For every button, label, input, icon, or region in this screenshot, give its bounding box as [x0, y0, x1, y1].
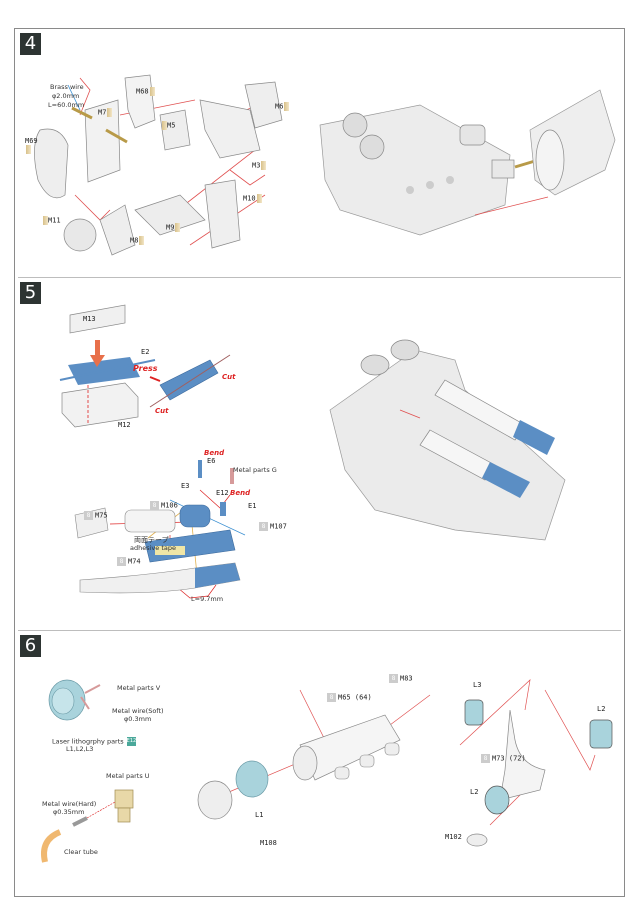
part-label-m13: M13 — [83, 315, 96, 323]
plating-swatch — [26, 145, 31, 154]
part-label-e1: E1 — [248, 502, 257, 510]
part-label-l2-bottom: L2 — [470, 788, 479, 796]
plating-swatch — [261, 161, 267, 170]
part-label-m68: M68 — [136, 87, 155, 96]
part-label-e3: E3 — [181, 482, 190, 490]
plating-swatch — [139, 236, 145, 245]
part-label-l2-top: L2 — [597, 705, 606, 713]
cut-callout-bottom: Cut — [155, 407, 169, 415]
part-label-m3: M3 — [252, 161, 267, 170]
quantity-badge: 8 — [327, 693, 336, 702]
part-label-m5: M5 — [161, 121, 175, 130]
laser-part-ring-illustration — [48, 679, 101, 721]
part-label-m69: M69 — [25, 138, 38, 154]
part-label-e6: E6 — [207, 457, 216, 465]
brass-wire-length: L=60.0mm — [48, 101, 85, 109]
quantity-badge: 8 — [150, 501, 159, 510]
metal-wire-hard-diameter: φ0.35mm — [53, 808, 85, 816]
section-divider — [18, 630, 621, 631]
metal-parts-u-label: Metal parts U — [106, 772, 150, 780]
plating-swatch — [162, 121, 167, 130]
length-dimension: L=9.7mm — [191, 595, 224, 603]
metal-wire-hard-label: Metal wire(Hard) — [42, 800, 97, 808]
hose-connection-illustration — [459, 679, 613, 847]
part-label-e2: E2 — [141, 348, 150, 356]
part-label-m108: M108 — [260, 839, 277, 847]
part-label-m6: M6 — [275, 102, 290, 111]
step-number-4: 4 — [20, 33, 41, 55]
part-label-m102: M102 — [445, 833, 462, 841]
metal-parts-v-label: Metal parts V — [117, 684, 161, 692]
step4-exploded-parts-illustration — [34, 74, 283, 256]
metal-parts-g-label: Metal parts G — [233, 466, 277, 474]
cut-callout-top: Cut — [222, 373, 236, 381]
adhesive-tape-label: adhesive tape — [130, 544, 176, 552]
step5-engine-with-exhaust-illustration — [329, 339, 566, 541]
plating-swatch — [175, 223, 181, 232]
step5-exhaust-parts-illustration — [74, 460, 246, 599]
brass-wire-diameter: φ2.0mm — [52, 92, 80, 100]
plating-swatch — [256, 194, 262, 203]
page-frame — [14, 28, 625, 897]
part-label-m8: M8 — [130, 236, 145, 245]
plating-swatch — [107, 108, 113, 117]
laser-parts-list: L1,L2,L3 — [66, 745, 94, 753]
plating-swatch — [43, 216, 48, 225]
step-number-5: 5 — [20, 282, 41, 304]
part-label-l3: L3 — [473, 681, 482, 689]
quantity-badge: 8 — [117, 557, 126, 566]
section-divider — [18, 277, 621, 278]
part-label-m7: M7 — [98, 108, 113, 117]
step4-engine-assembly-illustration — [319, 89, 616, 236]
laser-parts-badge: E12 — [126, 737, 137, 746]
part-label-l1: L1 — [255, 811, 264, 819]
step5-press-mold-illustration — [59, 304, 231, 428]
bend-callout-right: Bend — [230, 489, 251, 497]
quantity-badge: 8 — [481, 754, 490, 763]
part-label-m9: M9 — [166, 223, 181, 232]
manifold-assembly-illustration — [197, 689, 431, 820]
part-label-m12: M12 — [118, 421, 131, 429]
adhesive-tape-jp-label: 両面テープ — [134, 536, 169, 544]
clear-tube-label: Clear tube — [64, 848, 98, 856]
plating-swatch — [284, 102, 290, 111]
bend-callout-top: Bend — [204, 449, 225, 457]
quantity-badge: 8 — [84, 511, 93, 520]
press-callout: Press — [133, 364, 158, 373]
quantity-badge: 8 — [259, 522, 268, 531]
metal-wire-soft-diameter: φ0.3mm — [124, 715, 152, 723]
quantity-badge: 8 — [389, 674, 398, 683]
step-number-6: 6 — [20, 635, 41, 657]
part-label-e12: E12 — [216, 489, 229, 497]
metal-parts-u-assembly-illustration — [41, 789, 134, 863]
brass-wire-title: Brass wire — [50, 83, 84, 91]
part-label-m10: M10 — [243, 194, 262, 203]
plating-swatch — [149, 87, 155, 96]
part-label-m11: M11 — [42, 216, 61, 225]
metal-wire-soft-label: Metal wire(Soft) — [112, 707, 164, 715]
